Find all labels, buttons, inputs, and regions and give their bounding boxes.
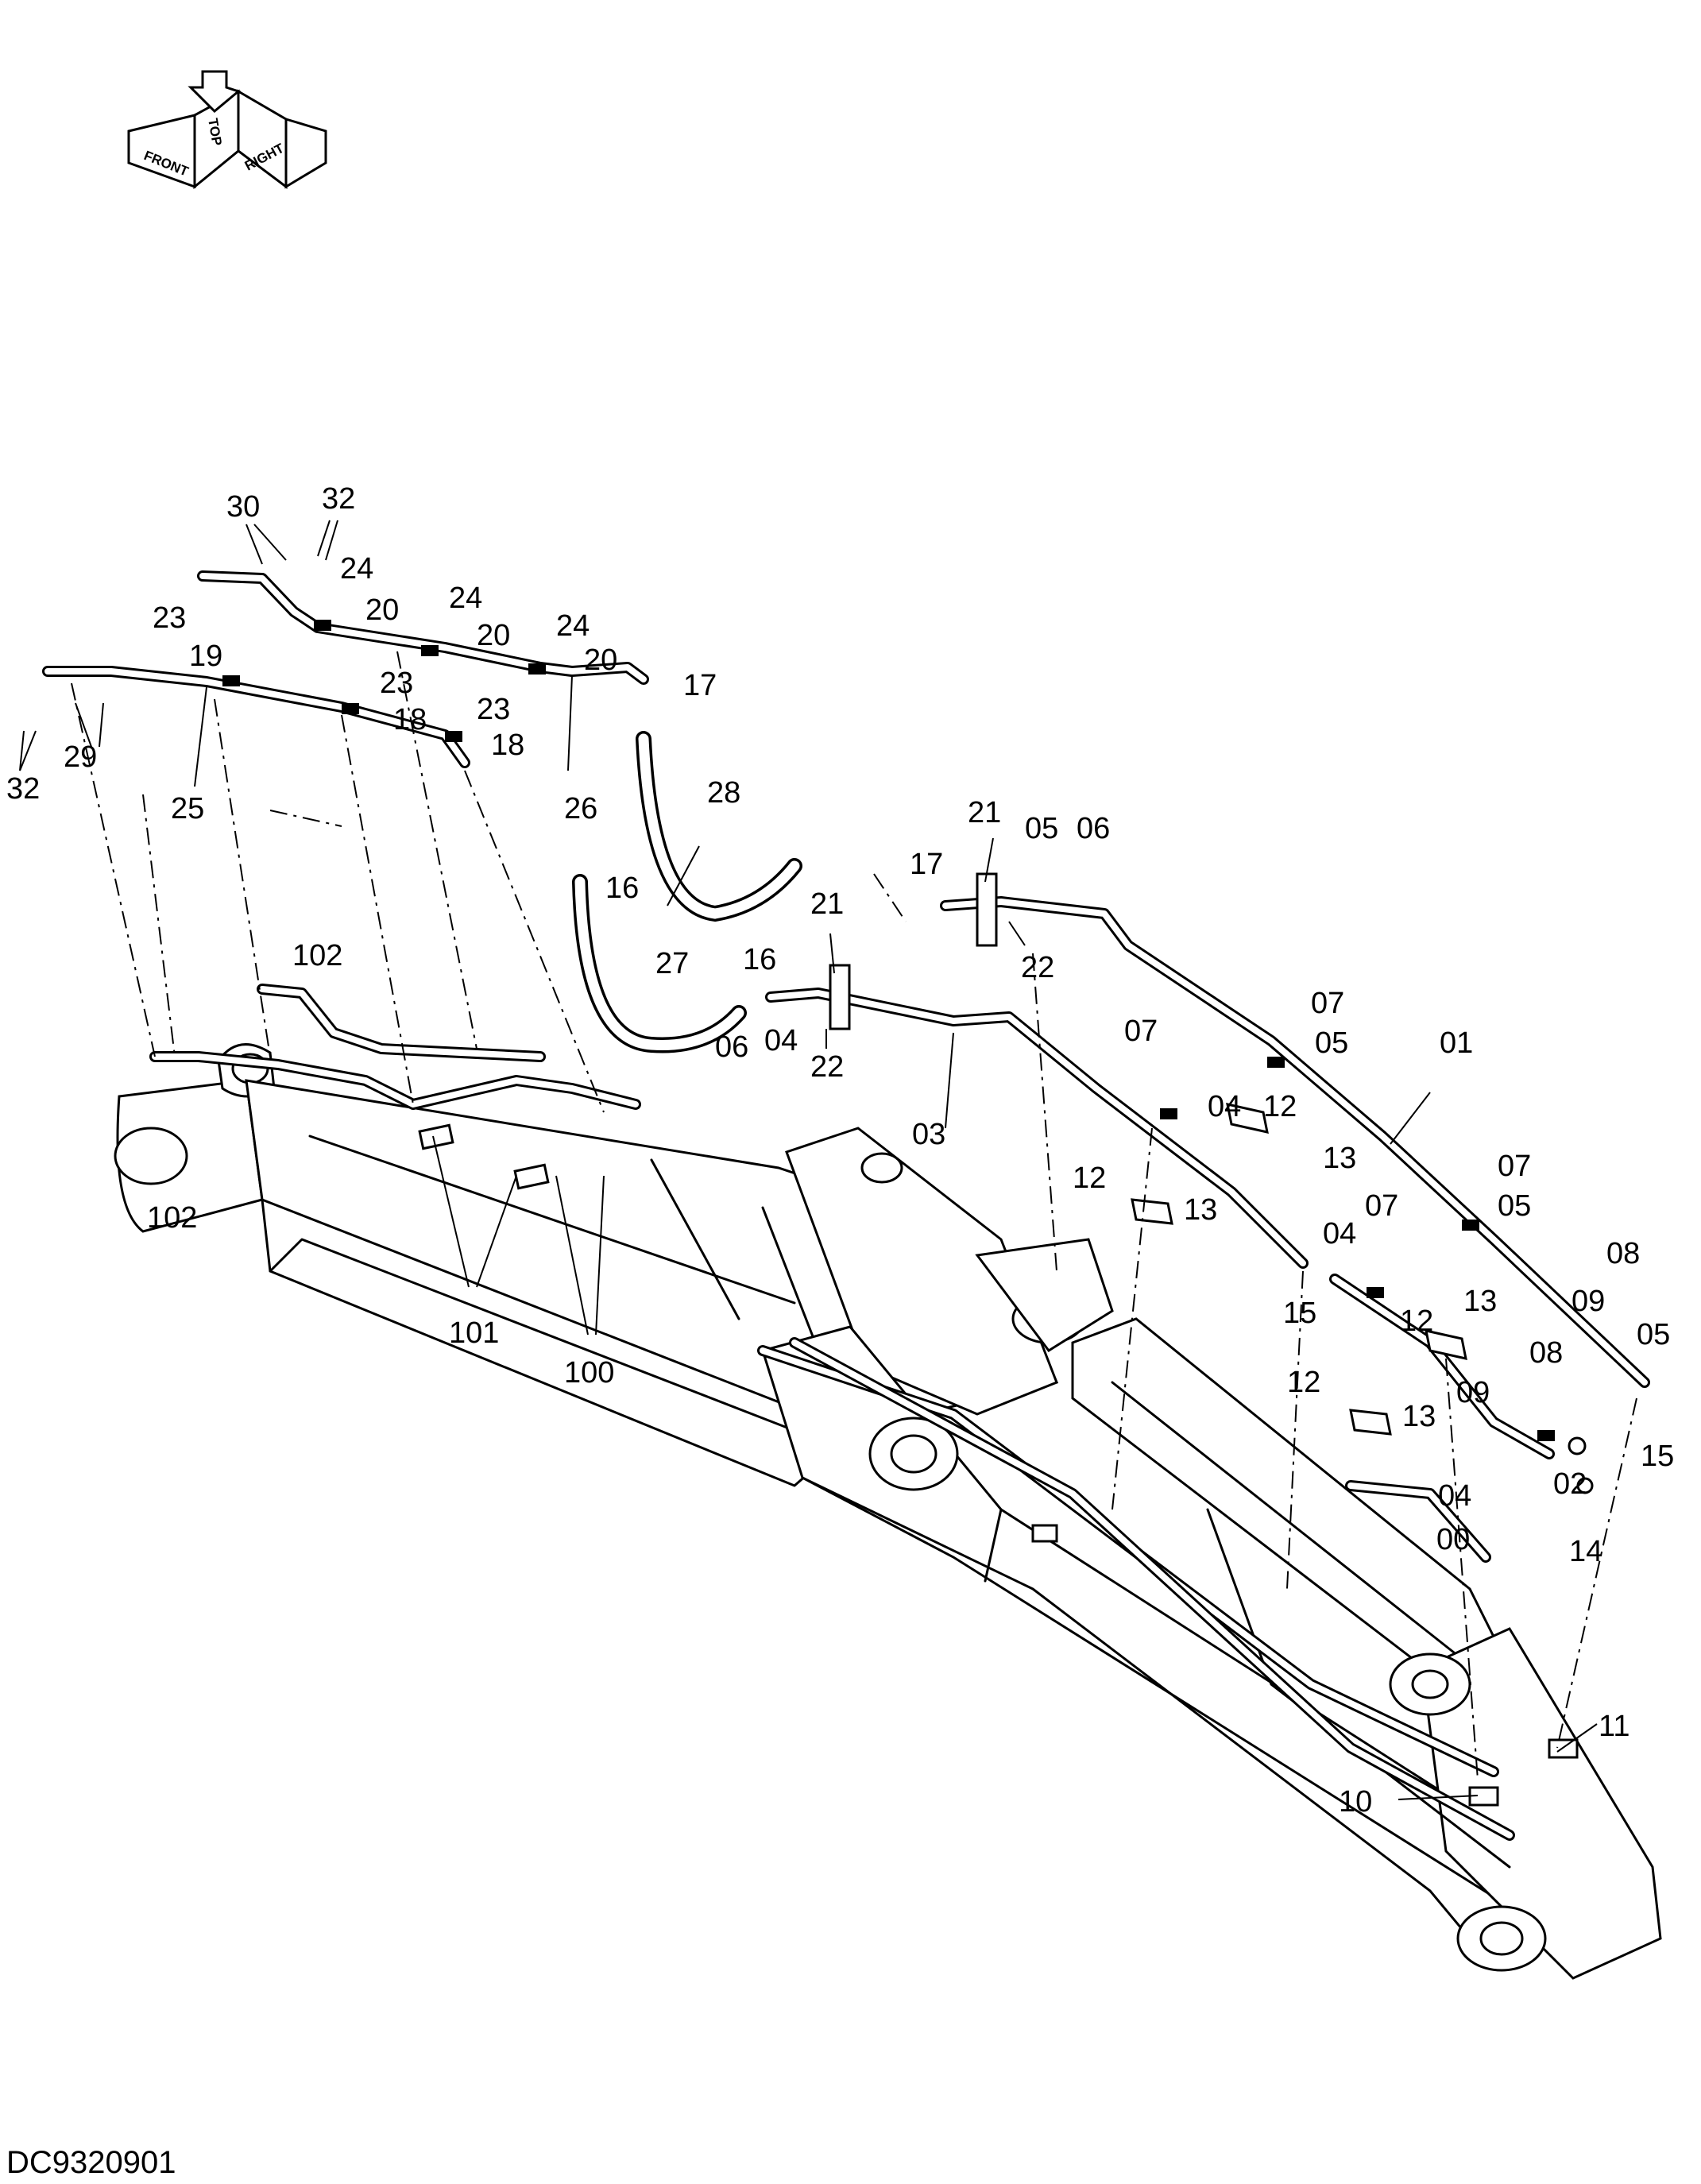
callout-13: 13: [1184, 1193, 1217, 1227]
callout-102: 102: [147, 1201, 197, 1235]
callout-21: 21: [968, 796, 1001, 829]
callout-17: 17: [683, 669, 717, 702]
callout-22: 22: [1021, 951, 1054, 984]
callout-04: 04: [1438, 1479, 1471, 1513]
callout-28: 28: [707, 776, 740, 810]
callout-18: 18: [393, 703, 427, 736]
callout-07: 07: [1498, 1150, 1531, 1183]
callout-23: 23: [153, 601, 186, 635]
callout-100: 100: [564, 1356, 614, 1390]
callout-12: 12: [1263, 1090, 1297, 1123]
callout-32: 32: [6, 772, 40, 806]
callouts: 30 32 24 24 20 20 24 20 23 19 23 18 23 1…: [6, 482, 1674, 1819]
callout-25: 25: [171, 792, 204, 825]
callout-04: 04: [764, 1024, 798, 1057]
callout-05: 05: [1498, 1189, 1531, 1223]
callout-27: 27: [655, 947, 689, 980]
callout-20: 20: [365, 593, 399, 627]
orientation-compass: FRONT TOP RIGHT: [127, 70, 327, 190]
callout-20: 20: [584, 644, 617, 677]
callout-16: 16: [605, 872, 639, 905]
callout-29: 29: [64, 740, 97, 774]
callout-26: 26: [564, 792, 597, 825]
callout-06: 06: [715, 1030, 748, 1064]
callout-13: 13: [1402, 1400, 1436, 1433]
callout-leaders: [19, 520, 1598, 1800]
callout-15: 15: [1641, 1440, 1674, 1473]
boom-mounted-pipes: [149, 984, 1579, 1841]
callout-14: 14: [1569, 1535, 1602, 1568]
callout-12: 12: [1400, 1305, 1433, 1338]
exploded-pipes: [42, 570, 1650, 1494]
callout-102: 102: [292, 939, 342, 972]
callout-00: 00: [1436, 1523, 1470, 1556]
callout-07: 07: [1365, 1189, 1398, 1223]
callout-05: 05: [1637, 1318, 1670, 1351]
callout-24: 24: [340, 552, 373, 586]
callout-10: 10: [1339, 1785, 1372, 1819]
callout-16: 16: [743, 943, 776, 976]
callout-101: 101: [449, 1316, 499, 1350]
callout-15: 15: [1283, 1297, 1316, 1330]
callout-07: 07: [1124, 1015, 1158, 1048]
callout-22: 22: [810, 1050, 844, 1084]
callout-12: 12: [1287, 1366, 1320, 1399]
callout-05: 05: [1315, 1026, 1348, 1060]
callout-23: 23: [477, 693, 510, 726]
callout-17: 17: [910, 848, 943, 881]
callout-11: 11: [1599, 1710, 1629, 1743]
callout-07: 07: [1311, 987, 1344, 1020]
callout-13: 13: [1323, 1142, 1356, 1175]
callout-12: 12: [1073, 1162, 1106, 1195]
callout-03: 03: [912, 1118, 945, 1151]
callout-23: 23: [380, 667, 413, 700]
callout-05: 05: [1025, 812, 1058, 845]
callout-30: 30: [226, 490, 260, 524]
callout-08: 08: [1606, 1237, 1640, 1270]
callout-24: 24: [556, 609, 590, 643]
callout-08: 08: [1529, 1336, 1563, 1370]
callout-06: 06: [1077, 812, 1110, 845]
callout-21: 21: [810, 887, 844, 921]
callout-24: 24: [449, 582, 482, 615]
callout-04: 04: [1323, 1217, 1356, 1250]
callout-18: 18: [491, 729, 524, 762]
callout-04: 04: [1208, 1090, 1241, 1123]
callout-13: 13: [1463, 1285, 1497, 1318]
callout-01: 01: [1440, 1026, 1473, 1060]
drawing-code: DC9320901: [6, 2145, 176, 2180]
callout-02: 02: [1553, 1467, 1587, 1501]
callout-19: 19: [189, 640, 222, 673]
assembly-lines: [71, 651, 1637, 1780]
callout-09: 09: [1456, 1376, 1490, 1409]
callout-09: 09: [1571, 1285, 1605, 1318]
callout-32: 32: [322, 482, 355, 516]
callout-20: 20: [477, 619, 510, 652]
